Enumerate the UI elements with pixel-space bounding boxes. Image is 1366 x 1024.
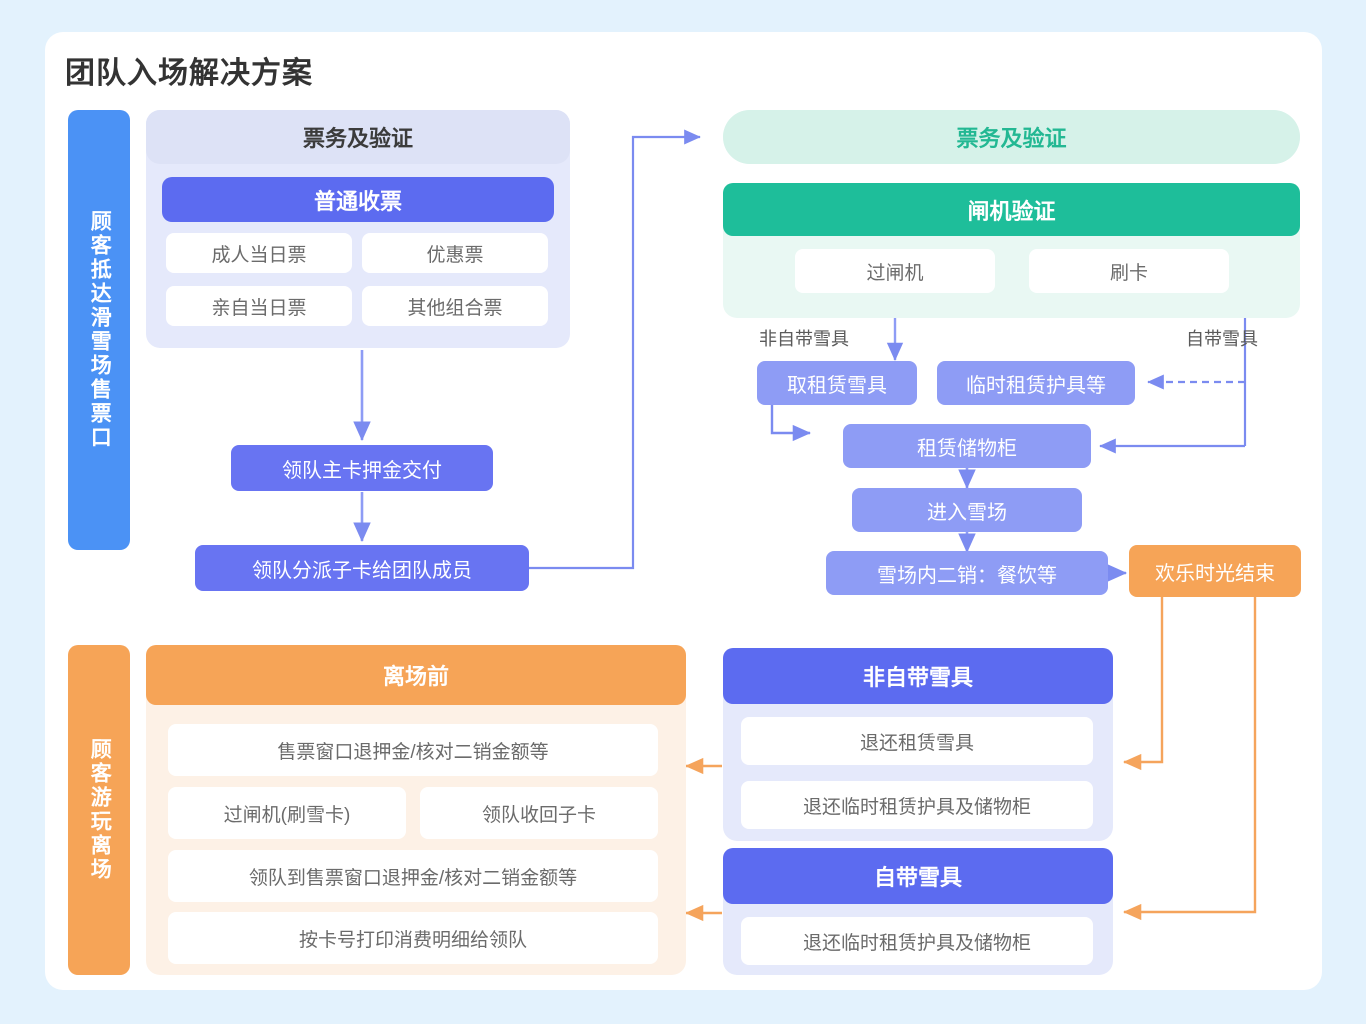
before-leaving-row-3[interactable]: 领队到售票窗口退押金/核对二销金额等: [168, 850, 658, 902]
verification-panel-header: 票务及验证: [723, 110, 1300, 164]
ticketing-panel-header: 票务及验证: [146, 110, 570, 164]
lane-label-arrival: 顾客抵达滑雪场售票口: [68, 110, 130, 550]
node-enter-park[interactable]: 进入雪场: [852, 488, 1082, 532]
edge-label-own-gear: 自带雪具: [1186, 329, 1258, 349]
verification-chip-1[interactable]: 刷卡: [1029, 249, 1229, 293]
before-leaving-header: 离场前: [146, 645, 686, 705]
node-happy-end[interactable]: 欢乐时光结束: [1129, 545, 1301, 597]
verification-chip-0[interactable]: 过闸机: [795, 249, 995, 293]
before-leaving-row-2[interactable]: 领队收回子卡: [420, 787, 658, 839]
page-title: 团队入场解决方案: [65, 57, 313, 90]
return-own-header: 自带雪具: [723, 848, 1113, 904]
return-not-own-header: 非自带雪具: [723, 648, 1113, 704]
node-temp-rent[interactable]: 临时租赁护具等: [937, 361, 1135, 405]
node-leader-assign[interactable]: 领队分派子卡给团队成员: [195, 545, 529, 591]
before-leaving-row-4[interactable]: 按卡号打印消费明细给领队: [168, 912, 658, 964]
return-own-chip-0[interactable]: 退还临时租赁护具及储物柜: [741, 917, 1093, 965]
ticket-chip-0[interactable]: 成人当日票: [166, 233, 352, 273]
node-secondary-sales[interactable]: 雪场内二销：餐饮等: [826, 551, 1108, 595]
lane-label-departure: 顾客游玩离场: [68, 645, 130, 975]
node-locker[interactable]: 租赁储物柜: [843, 424, 1091, 468]
edge-label-not-own-gear: 非自带雪具: [759, 329, 849, 349]
before-leaving-row-1[interactable]: 过闸机(刷雪卡): [168, 787, 406, 839]
ticket-chip-3[interactable]: 其他组合票: [362, 286, 548, 326]
node-leader-deposit[interactable]: 领队主卡押金交付: [231, 445, 493, 491]
node-rent-gear[interactable]: 取租赁雪具: [757, 361, 917, 405]
ticket-chip-2[interactable]: 亲自当日票: [166, 286, 352, 326]
return-not-own-chip-1[interactable]: 退还临时租赁护具及储物柜: [741, 781, 1093, 829]
ticketing-subheader[interactable]: 普通收票: [162, 177, 554, 222]
before-leaving-row-0[interactable]: 售票窗口退押金/核对二销金额等: [168, 724, 658, 776]
verification-subheader[interactable]: 闸机验证: [723, 183, 1300, 236]
ticket-chip-1[interactable]: 优惠票: [362, 233, 548, 273]
return-not-own-chip-0[interactable]: 退还租赁雪具: [741, 717, 1093, 765]
